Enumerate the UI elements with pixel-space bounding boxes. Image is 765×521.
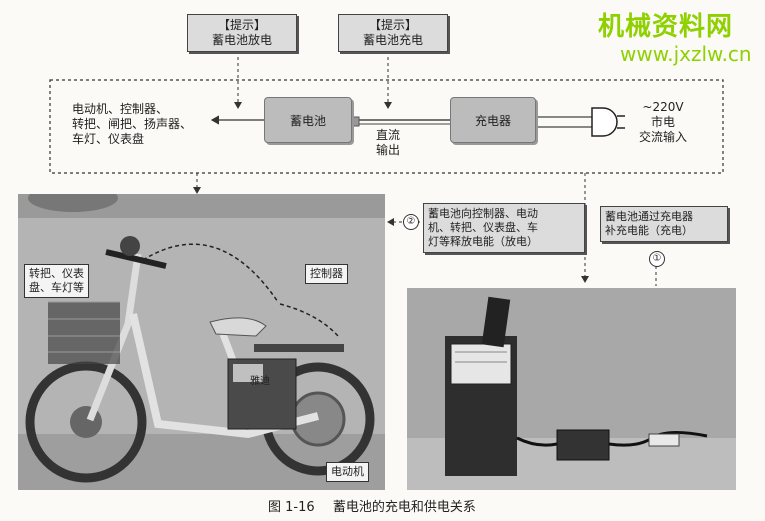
charge-desc-line-1: 蓄电池通过充电器 bbox=[605, 210, 693, 223]
dc-output-line-1: 直流 bbox=[375, 128, 400, 142]
loads-line-2: 转把、闸把、扬声器、 bbox=[72, 117, 193, 131]
charger-illustration bbox=[407, 288, 736, 490]
handlebar-label-line-2: 盘、车灯等 bbox=[29, 281, 84, 294]
callout-number-1: ① bbox=[649, 251, 665, 267]
watermark-title: 机械资料网 bbox=[598, 12, 734, 42]
charge-description: 蓄电池通过充电器 补充电能（充电） bbox=[600, 206, 728, 242]
bike-logo: 雅迪 bbox=[250, 376, 270, 387]
ebike-photo: 转把、仪表 盘、车灯等 控制器 电动机 雅迪 bbox=[18, 194, 385, 490]
tip-discharge-note: 【提示】 蓄电池放电 bbox=[187, 14, 297, 52]
charger-photo bbox=[407, 288, 736, 490]
dc-output-label: 直流 输出 bbox=[373, 128, 403, 158]
charge-desc-line-2: 补充电能（充电） bbox=[605, 224, 693, 237]
mains-line-2: 市电 bbox=[650, 115, 675, 129]
callout-number-2: ② bbox=[403, 214, 419, 230]
watermark-url: www.jxzlw.cn bbox=[620, 42, 752, 66]
loads-label: 电动机、控制器、 转把、闸把、扬声器、 车灯、仪表盘 bbox=[72, 102, 212, 147]
motor-label: 电动机 bbox=[326, 462, 369, 482]
figure-title: 蓄电池的充电和供电关系 bbox=[332, 500, 476, 515]
tip-charge-note: 【提示】 蓄电池充电 bbox=[338, 14, 448, 52]
loads-line-1: 电动机、控制器、 bbox=[72, 102, 169, 116]
discharge-desc-line-1: 蓄电池向控制器、电动 bbox=[428, 207, 538, 220]
charger-label: 充电器 bbox=[474, 113, 511, 128]
controller-label: 控制器 bbox=[305, 264, 348, 284]
discharge-description: 蓄电池向控制器、电动 机、转把、仪表盘、车 灯等释放电能（放电） bbox=[423, 203, 585, 253]
battery-box: 蓄电池 bbox=[264, 97, 352, 143]
handlebar-label: 转把、仪表 盘、车灯等 bbox=[24, 264, 89, 298]
figure-caption: 图 1-16 蓄电池的充电和供电关系 bbox=[268, 496, 476, 515]
tip-discharge-title: 【提示】 bbox=[217, 18, 266, 32]
battery-label: 蓄电池 bbox=[289, 113, 326, 128]
ebike-illustration bbox=[18, 194, 385, 490]
tip-charge-title: 【提示】 bbox=[368, 18, 417, 32]
dc-output-line-2: 输出 bbox=[375, 143, 400, 157]
charger-box: 充电器 bbox=[450, 97, 536, 143]
handlebar-label-line-1: 转把、仪表 bbox=[29, 267, 84, 280]
loads-line-3: 车灯、仪表盘 bbox=[72, 132, 145, 146]
tip-discharge-text: 蓄电池放电 bbox=[211, 33, 272, 47]
mains-line-3: 交流输入 bbox=[638, 130, 687, 144]
mains-label: ~220V 市电 交流输入 bbox=[628, 100, 698, 145]
figure-number: 图 1-16 bbox=[268, 500, 315, 515]
discharge-desc-line-3: 灯等释放电能（放电） bbox=[428, 235, 538, 248]
discharge-desc-line-2: 机、转把、仪表盘、车 bbox=[428, 221, 538, 234]
tip-charge-text: 蓄电池充电 bbox=[362, 33, 423, 47]
mains-voltage: ~220V bbox=[642, 100, 684, 114]
